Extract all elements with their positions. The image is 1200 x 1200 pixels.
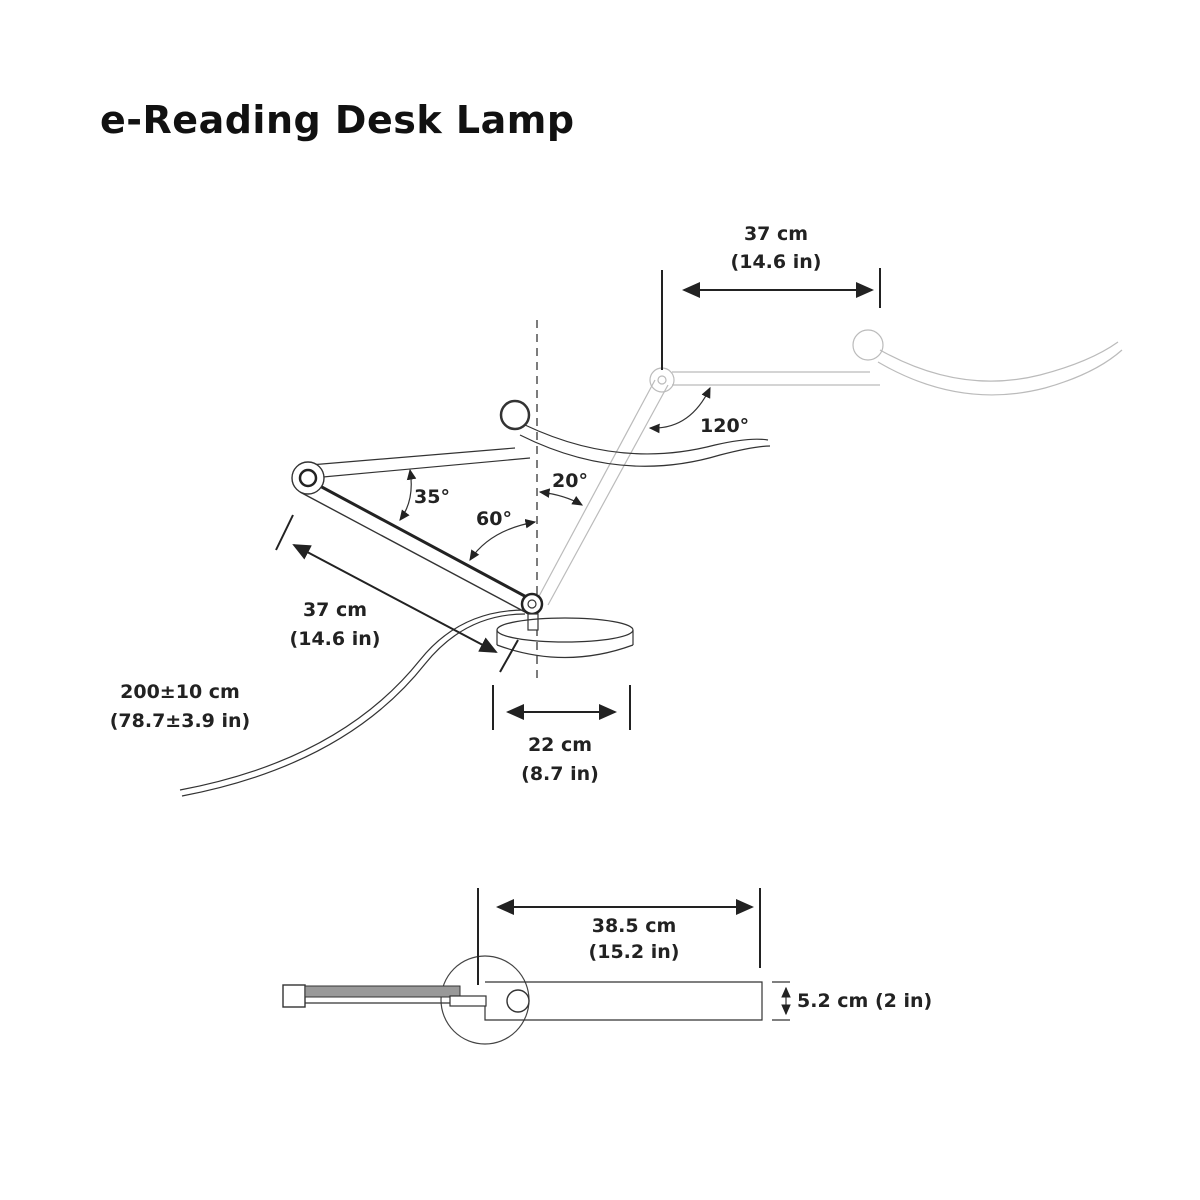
folded-lamp-view xyxy=(282,955,763,1045)
lower-arm-length-imperial: (14.6 in) xyxy=(290,628,381,650)
lower-arm-length-metric: 37 cm xyxy=(303,599,367,621)
folded-length-imperial: (15.2 in) xyxy=(589,941,680,963)
angle-arc-20 xyxy=(538,488,584,506)
lamp-head xyxy=(524,424,769,455)
folded-length-metric: 38.5 cm xyxy=(592,915,677,937)
angle-arc-120 xyxy=(648,386,711,434)
upper-arm-length-imperial: (14.6 in) xyxy=(731,251,822,273)
folded-height: 5.2 cm (2 in) xyxy=(797,990,932,1012)
dim-arrow-lower-arm xyxy=(292,544,498,653)
cable-length-metric: 200±10 cm xyxy=(120,681,240,703)
head-joint xyxy=(499,399,531,431)
angle-label-60: 60° xyxy=(476,508,512,530)
base-diameter-imperial: (8.7 in) xyxy=(521,763,599,785)
upper-arm-length-metric: 37 cm xyxy=(744,223,808,245)
angle-label-35: 35° xyxy=(414,486,450,508)
upper-arm xyxy=(309,447,531,479)
angle-arc-35 xyxy=(399,468,417,521)
lamp-base xyxy=(496,617,634,659)
base-diameter-metric: 22 cm xyxy=(528,734,592,756)
cable-length-imperial: (78.7±3.9 in) xyxy=(110,710,250,732)
page-title: e-Reading Desk Lamp xyxy=(100,98,575,142)
dim-ext-line-lower xyxy=(275,514,294,551)
angle-label-20: 20° xyxy=(552,470,588,492)
extended-lamp-ghost xyxy=(536,329,1123,606)
angle-label-120: 120° xyxy=(700,415,749,437)
